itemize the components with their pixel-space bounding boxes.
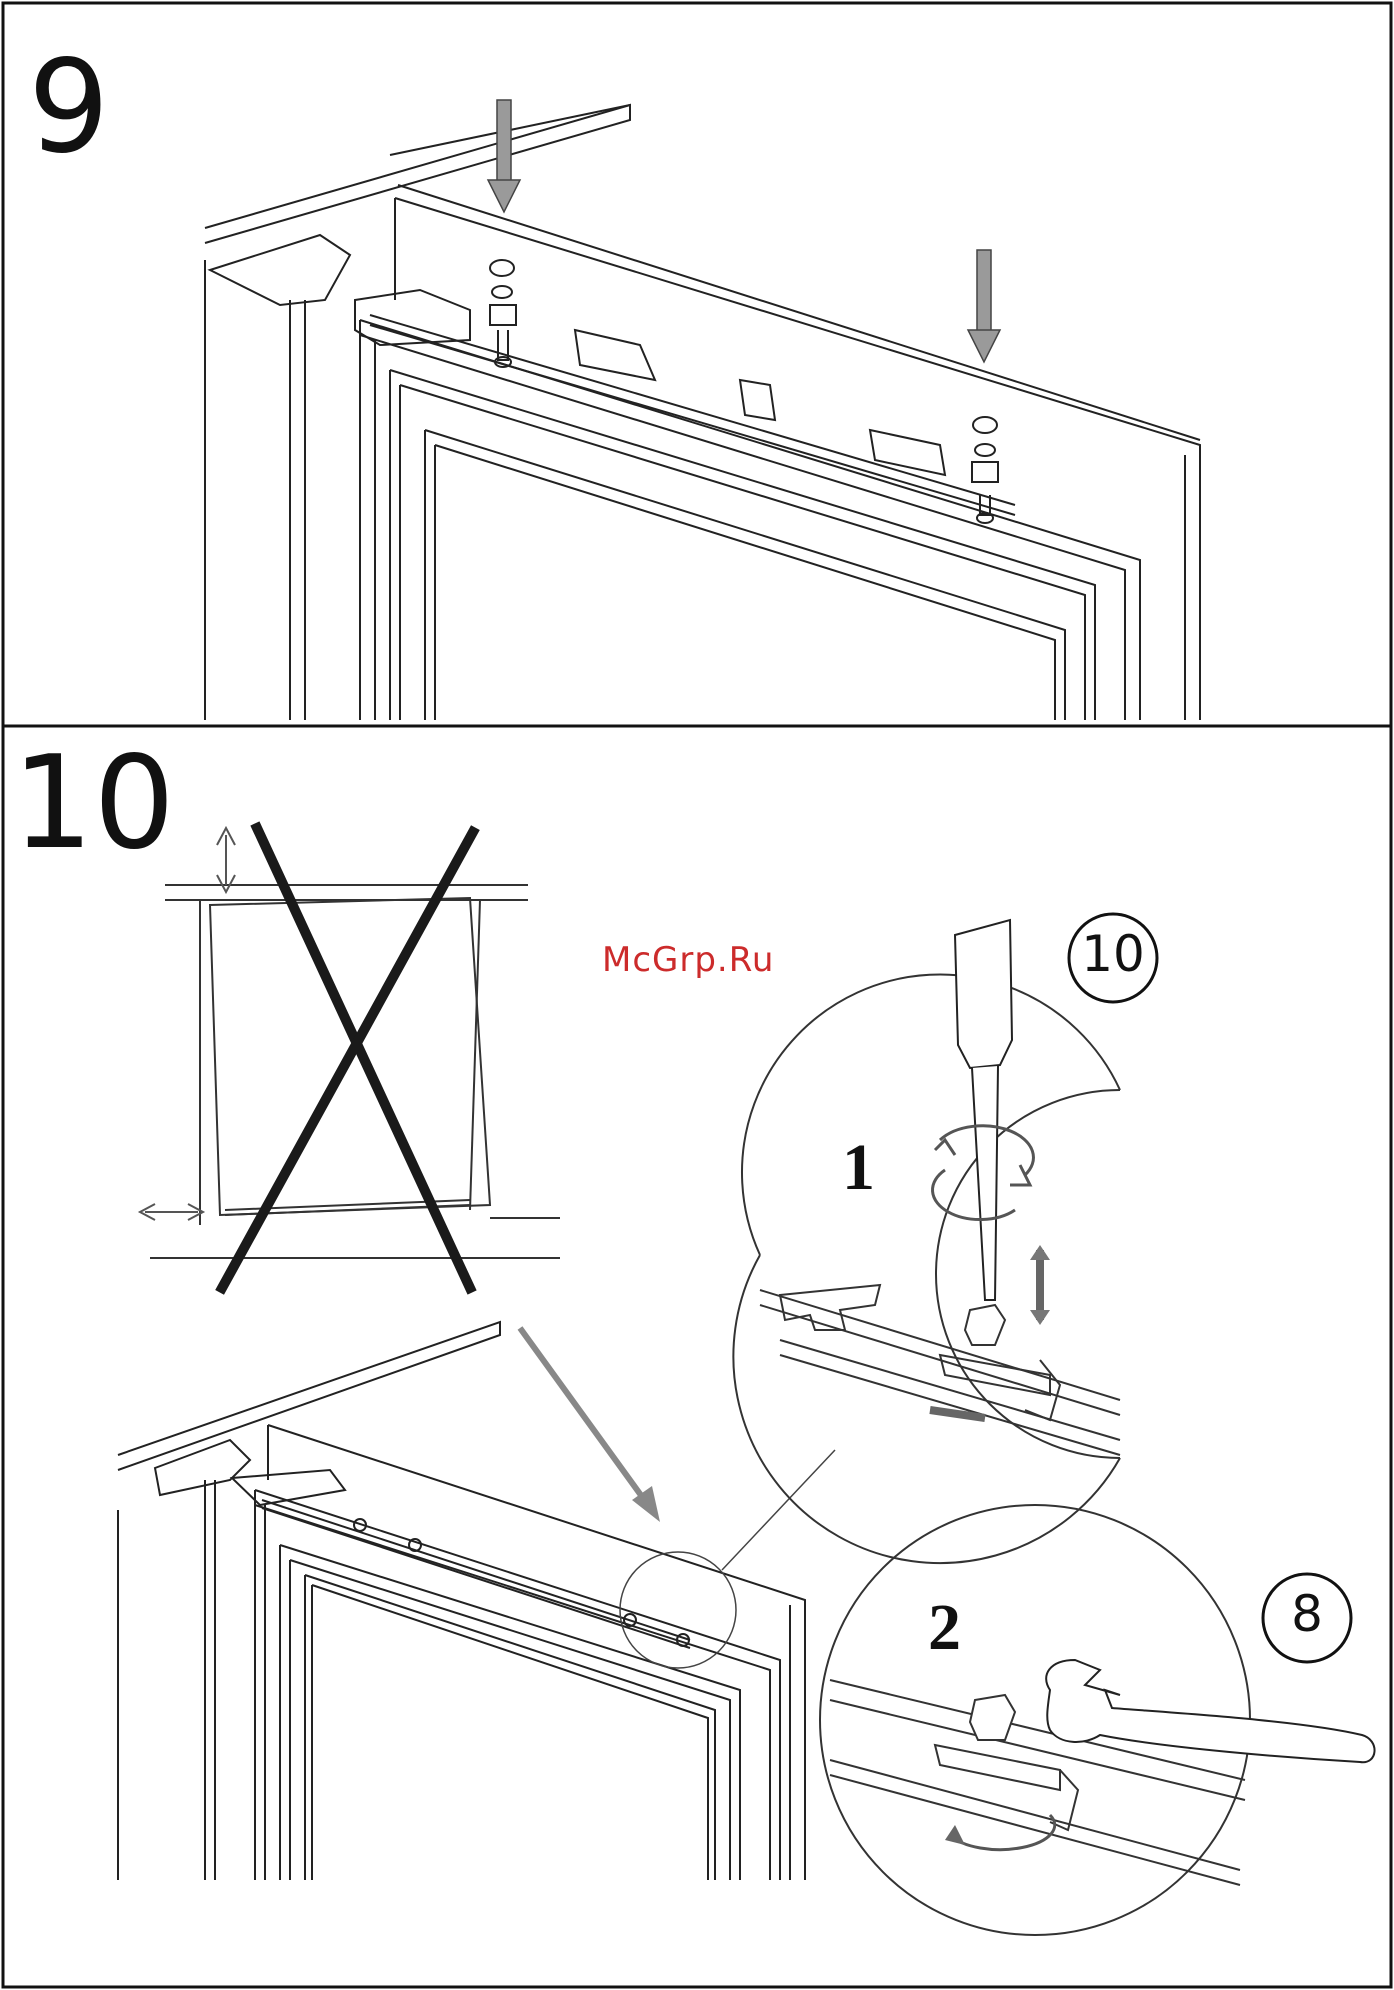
badge-8-label: 8 (1262, 1585, 1352, 1643)
down-arrow-left (488, 100, 520, 212)
sub-step-2-label: 2 (928, 1590, 961, 1666)
detail-circle-1 (733, 974, 1120, 1563)
badge-10-label: 10 (1068, 925, 1158, 983)
down-arrow-right (968, 250, 1000, 362)
watermark: McGrp.Ru (602, 940, 774, 980)
detail-leader-line (722, 1450, 835, 1570)
vertical-adjust-arrow-icon (217, 828, 235, 892)
panel-9-illustration (205, 105, 1200, 720)
cross-out-mark (222, 828, 473, 1288)
step-9-number: 9 (28, 44, 109, 172)
pointer-arrow (520, 1328, 660, 1522)
step-10-number: 10 (12, 740, 175, 868)
horizontal-adjust-arrow-icon (140, 1204, 203, 1220)
panel-10-illustration (118, 1322, 805, 1880)
screwdriver-icon (955, 920, 1012, 1300)
incorrect-example (150, 885, 560, 1258)
detail-focus-circle (620, 1552, 736, 1668)
wrench-icon (1046, 1660, 1374, 1762)
sub-step-1-label: 1 (842, 1130, 875, 1206)
